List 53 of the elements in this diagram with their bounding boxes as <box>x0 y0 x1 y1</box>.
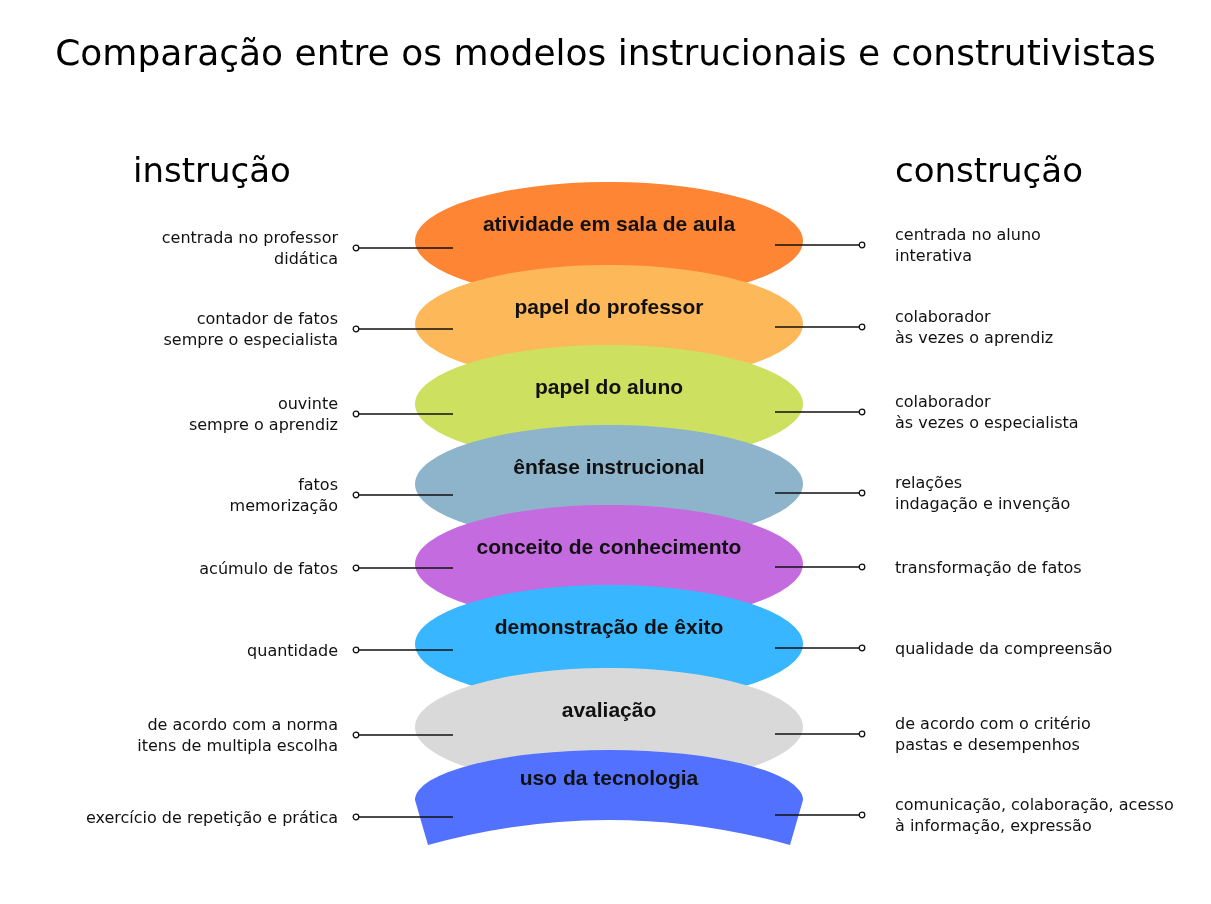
leader-line <box>352 646 454 654</box>
band-title: ênfase instrucional <box>512 454 706 479</box>
description-text: sempre o aprendiz <box>188 414 338 435</box>
description-text: qualidade da compreensão <box>895 637 1114 659</box>
description-text: comunicação, colaboração, acesso à informação, expressão <box>895 794 1175 836</box>
band-title: uso da tecnologia <box>518 765 700 790</box>
description-text: transformação de fatos <box>895 556 1083 578</box>
description-text: quantidade <box>247 639 338 661</box>
band-title: papel do aluno <box>533 374 685 399</box>
description-text: indagação e invenção <box>895 493 1072 514</box>
description-text: acúmulo de fatos <box>199 557 338 579</box>
description-text: itens de multipla escolha <box>137 735 338 756</box>
description-text: de acordo com o critério <box>895 713 1092 734</box>
leader-line <box>774 241 866 249</box>
column-heading: instrução <box>133 150 291 190</box>
description-text: colaborador <box>895 306 992 327</box>
description-text: didática <box>273 248 338 269</box>
description-text: interativa <box>895 245 974 266</box>
leader-line <box>352 813 454 821</box>
leader-line <box>352 244 454 252</box>
leader-line <box>352 564 454 572</box>
band-title: demonstração de êxito <box>493 614 725 639</box>
description-text: relações <box>895 472 964 493</box>
description-text: centrada no aluno <box>895 224 1042 245</box>
description-text: contador de fatos <box>195 308 338 329</box>
description-text: ouvinte <box>276 393 338 414</box>
description-text: fatos <box>297 474 338 495</box>
description-text: às vezes o especialista <box>895 412 1080 433</box>
description-text: pastas e desempenhos <box>895 734 1081 755</box>
leader-line <box>774 811 866 819</box>
description-text: de acordo com a norma <box>146 714 338 735</box>
column-heading: construção <box>895 150 1083 190</box>
leader-line <box>774 408 866 416</box>
description-text: exercício de repetição e prática <box>85 806 338 828</box>
title: Comparação entre os modelos instrucionais e construtivistas <box>54 31 1157 75</box>
band-title: atividade em sala de aula <box>481 211 737 236</box>
description-text: centrada no professor <box>161 227 338 248</box>
leader-line <box>774 563 866 571</box>
leader-line <box>774 730 866 738</box>
band-title: papel do professor <box>513 294 705 319</box>
description-text: às vezes o aprendiz <box>895 327 1055 348</box>
band-title: conceito de conhecimento <box>475 534 743 559</box>
leader-line <box>352 731 454 739</box>
leader-line <box>352 325 454 333</box>
leader-line <box>352 410 454 418</box>
leader-line <box>774 489 866 497</box>
leader-line <box>774 323 866 331</box>
description-text: colaborador <box>895 391 992 412</box>
leader-line <box>774 644 866 652</box>
band-title: avaliação <box>560 697 658 722</box>
description-text: memorização <box>229 495 338 516</box>
leader-line <box>352 491 454 499</box>
description-text: sempre o especialista <box>163 329 338 350</box>
